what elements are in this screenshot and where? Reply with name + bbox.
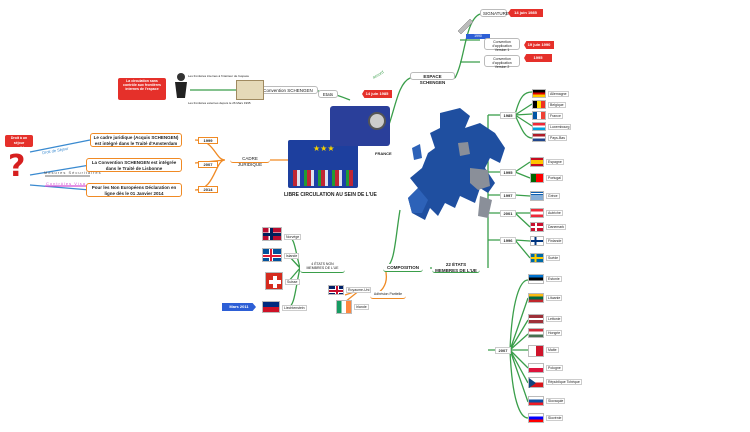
eu-flags-illustration: ★★★ (288, 140, 358, 188)
flag-pays-bas (532, 133, 546, 142)
flag-belgique (532, 100, 546, 109)
legal-item-1: Le cadre juridique (Acquis SCHENGEN) est… (90, 133, 182, 147)
convention-2-node: Convention d'application Version 2 (484, 55, 520, 69)
year-1997: 1997 (500, 192, 516, 199)
side-label-3: Contrôles Visa (46, 181, 86, 186)
history-caption-top: Les frontières internes à l'intérieur de… (188, 74, 250, 78)
label-estonie: Estonie (546, 276, 562, 282)
flag-finlande (530, 236, 544, 246)
year-1995: 1995 (500, 169, 516, 176)
legal-year-1: 1999 (198, 137, 218, 144)
label-lettonie: Lettonie (546, 316, 563, 322)
flag-lituanie (528, 293, 544, 303)
flag-slovenie (528, 413, 544, 423)
label-autriche: Autriche (546, 210, 563, 216)
convention-1-node: Convention d'application Version 1 (484, 38, 520, 52)
legal-item-2: La Convention SCHENGEN est intégrée dans… (86, 158, 182, 172)
flag-lettonie (528, 314, 544, 324)
year-1985: 1985 (500, 112, 516, 119)
year-2001: 2001 (500, 210, 516, 217)
schengen-node: ESPACE SCHENGEN (410, 72, 455, 85)
alert-badge: Droit à un séjour possible (5, 135, 33, 150)
label-suede: Suède (546, 255, 561, 261)
label-slovaquie: Slovaquie (546, 398, 566, 404)
members-node: 22 ÉTATS MEMBRES DE L'UE (432, 261, 480, 273)
label-espagne: Espagne (546, 159, 564, 165)
schengen-date: 14 juin 1985 (362, 90, 392, 98)
flag-espagne (530, 157, 544, 167)
signature-node: SIGNATURE (480, 9, 509, 17)
pen-icon (455, 14, 475, 34)
label-islande: Islande (284, 253, 300, 259)
label-pologne: Pologne (546, 365, 563, 371)
flag-norvege (262, 227, 282, 241)
label-belgique: Belgique (548, 102, 566, 108)
control-illustration (330, 106, 390, 146)
flag-france (532, 111, 546, 120)
composition-node: COMPOSITION (383, 264, 423, 272)
side-label-2: Mesures Sécuritaires (44, 170, 102, 175)
partial-node: Adhésion Partielle (370, 291, 406, 299)
flag-hongrie (528, 328, 544, 338)
label-suisse: Suisse (285, 279, 300, 285)
lieu-node: Etats (318, 90, 338, 98)
label-danemark: Danemark (546, 224, 567, 230)
liechtenstein-date: Mars 2011 (222, 303, 256, 311)
flag-danemark (530, 222, 544, 232)
convention-2-date: 1995 (524, 54, 552, 62)
legal-item-3: Pour les Non Européens Déclaration en li… (86, 183, 182, 197)
flag-suisse (265, 272, 283, 290)
label-tcheque: République Tchèque (546, 379, 582, 385)
flag-liechtenstein (262, 301, 280, 313)
label-allemagne: Allemagne (548, 91, 569, 97)
signature-date: 14 juin 1985 (508, 9, 543, 17)
legal-year-3: 2014 (198, 186, 218, 193)
year-1996: 1996 (500, 237, 516, 244)
label-irlande: Irlande (354, 304, 369, 310)
flag-tcheque (528, 377, 544, 388)
pays-signataire: FRANCE (375, 151, 392, 156)
question-icon: ? (8, 149, 26, 184)
history-title: Convention SCHENGEN (258, 86, 318, 94)
flag-autriche (530, 208, 544, 218)
flag-suede (530, 253, 544, 263)
label-france: France (548, 113, 563, 119)
year-2007: 2007 (495, 347, 511, 354)
convention-1-date: 19 juin 1990 (524, 41, 554, 49)
center-title: LIBRE CIRCULATION AU SEIN DE L'UE (284, 192, 377, 198)
label-finlande: Finlande (546, 238, 564, 244)
label-grece: Grèce (546, 193, 560, 199)
history-quote: La circulation sans contrôle aux frontiè… (118, 78, 166, 100)
signature-badge: 1990 (466, 34, 490, 39)
flag-allemagne (532, 89, 546, 98)
man-illustration (170, 72, 192, 100)
flag-pologne (528, 363, 544, 373)
non-members-node: 4 ÉTATS NON MEMBRES DE L'UE (300, 261, 345, 273)
label-royaume-uni: Royaume-Uni (346, 287, 372, 293)
flag-grece (530, 191, 544, 201)
flag-islande (262, 248, 282, 262)
label-portugal: Portugal (546, 175, 564, 181)
label-liechtenstein: Liechtenstein (282, 305, 307, 311)
flag-royaume-uni (328, 285, 344, 295)
flag-estonie (528, 274, 544, 284)
map-illustration (236, 80, 264, 100)
cadre-juridique: CADRE JURIDIQUE (230, 155, 270, 167)
flag-luxembourg (532, 122, 546, 131)
label-lituanie: Lituanie (546, 295, 563, 301)
flag-irlande (336, 300, 352, 314)
history-caption-bottom: Les frontières externes depuis le 26 Mar… (188, 101, 251, 105)
label-pays-bas: Pays-Bas (548, 135, 567, 141)
flag-slovaquie (528, 396, 544, 406)
label-hongrie: Hongrie (546, 330, 563, 336)
label-malte: Malte (546, 347, 559, 353)
flag-malte (528, 345, 544, 357)
label-norvege: Norvège (284, 234, 302, 240)
label-slovenie: Slovénie (546, 415, 564, 421)
europe-map (400, 108, 510, 238)
flag-portugal (530, 173, 544, 183)
legal-year-2: 2007 (198, 161, 218, 168)
label-luxembourg: Luxembourg (548, 124, 572, 130)
